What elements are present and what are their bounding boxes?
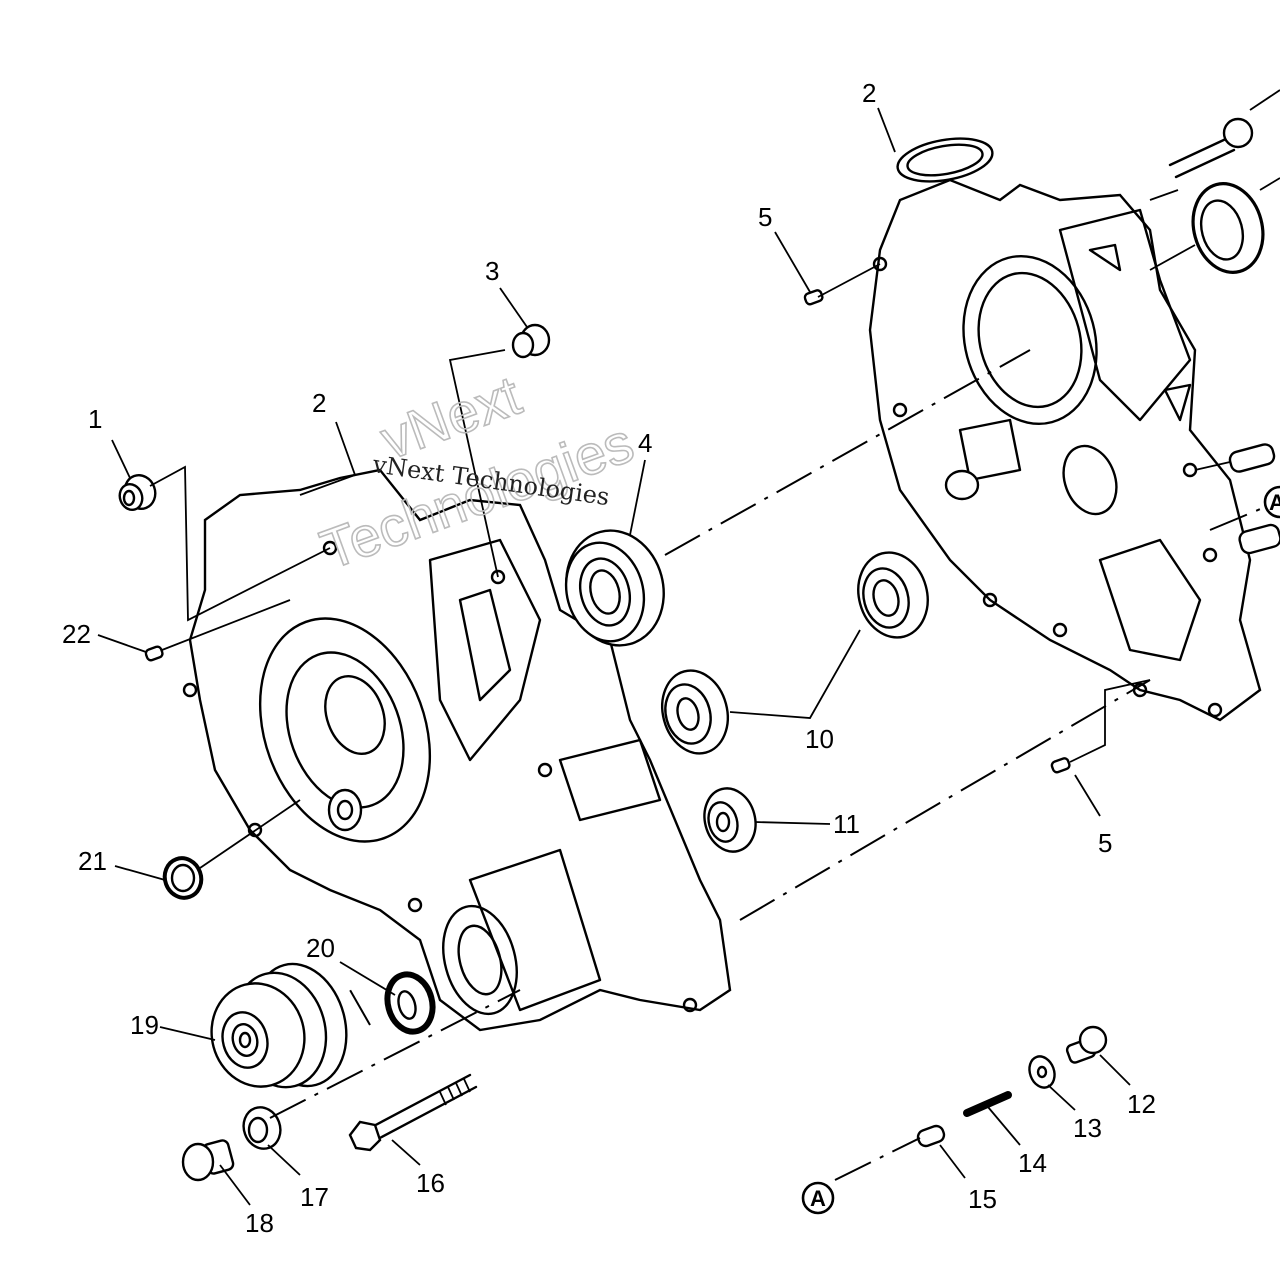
part-16-bolt xyxy=(348,1073,478,1152)
part-21-o-ring xyxy=(162,856,204,900)
callout-2-right: 2 xyxy=(862,78,876,108)
callout-2-left: 2 xyxy=(312,388,326,418)
top-right-oil-seal xyxy=(1191,182,1265,274)
part-3-dowel-collar xyxy=(511,323,551,359)
callout-1: 1 xyxy=(88,404,102,434)
right-edge-pin xyxy=(1228,443,1276,473)
part-10-bearing-upper xyxy=(857,551,929,639)
callout-13: 13 xyxy=(1073,1113,1102,1143)
callout-21: 21 xyxy=(78,846,107,876)
callout-18: 18 xyxy=(245,1208,274,1238)
reference-marker-bottom: A xyxy=(801,1181,835,1215)
right-crankcase-half xyxy=(868,137,1262,722)
leader-lines xyxy=(97,89,1280,1206)
callout-14: 14 xyxy=(1018,1148,1047,1178)
part-5-dowel-pin-bottom xyxy=(1050,757,1071,774)
part-19-rotor xyxy=(210,962,348,1089)
reference-marker-right: A xyxy=(1263,485,1280,519)
part-1-dowel-collar xyxy=(118,474,157,511)
part-11-bearing xyxy=(703,787,757,853)
callout-22: 22 xyxy=(62,619,91,649)
callout-3: 3 xyxy=(485,256,499,286)
right-edge-fitting xyxy=(1238,523,1280,555)
reference-marker-bottom-label: A xyxy=(810,1186,826,1211)
callout-5-top: 5 xyxy=(758,202,772,232)
callout-16: 16 xyxy=(416,1168,445,1198)
part-15-plunger xyxy=(916,1124,946,1148)
callout-5-bottom: 5 xyxy=(1098,828,1112,858)
part-5-dowel-pin-top xyxy=(803,289,824,306)
callout-10: 10 xyxy=(805,724,834,754)
callout-17: 17 xyxy=(300,1182,329,1212)
callout-11: 11 xyxy=(833,809,860,839)
callout-20: 20 xyxy=(306,933,335,963)
part-22-dowel-pin xyxy=(144,645,164,662)
callout-labels: 1 2 2 3 4 5 5 10 11 12 13 14 15 16 17 18… xyxy=(62,78,1156,1238)
part-14-spring xyxy=(963,1091,1012,1117)
part-12-plug-bolt xyxy=(1065,1025,1108,1064)
left-crankcase-half xyxy=(182,468,732,1032)
part-13-washer xyxy=(1028,1055,1056,1089)
callout-4: 4 xyxy=(638,428,652,458)
part-17-washer xyxy=(242,1106,282,1150)
reference-marker-right-label: A xyxy=(1269,490,1280,515)
callout-12: 12 xyxy=(1127,1089,1156,1119)
part-10-bearing-lower xyxy=(661,669,729,755)
part-4-bearing xyxy=(564,529,665,647)
part-20-oil-seal xyxy=(384,971,436,1035)
part-18-drain-plug xyxy=(181,1139,235,1182)
callout-15: 15 xyxy=(968,1184,997,1214)
top-right-bolt xyxy=(1168,117,1254,179)
callout-19: 19 xyxy=(130,1010,159,1040)
alignment-centerlines xyxy=(269,349,1271,1181)
